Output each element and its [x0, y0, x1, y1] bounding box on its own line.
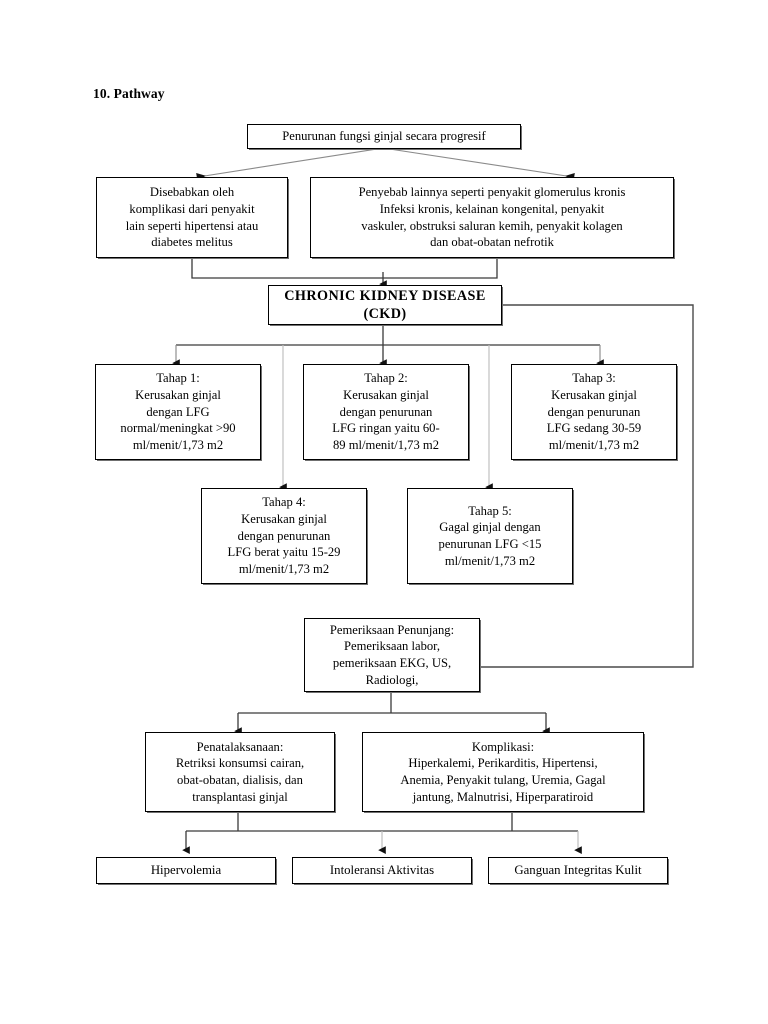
page-heading: 10. Pathway: [93, 86, 165, 101]
node-tahap-5[interactable]: Tahap 5: Gagal ginjal dengan penurunan L…: [407, 488, 573, 584]
node-tahap-3[interactable]: Tahap 3: Kerusakan ginjal dengan penurun…: [511, 364, 677, 460]
node-label: Tahap 5: Gagal ginjal dengan penurunan L…: [438, 503, 542, 568]
node-label: Penurunan fungsi ginjal secara progresif: [282, 129, 486, 144]
node-label: Intoleransi Aktivitas: [329, 862, 435, 877]
node-label: Komplikasi: Hiperkalemi, Perikarditis, H…: [400, 739, 606, 804]
node-label: Tahap 1: Kerusakan ginjal dengan LFG nor…: [120, 371, 236, 453]
node-penyebab-komplikasi[interactable]: Disebabkan oleh komplikasi dari penyakit…: [96, 177, 288, 258]
node-label: Disebabkan oleh komplikasi dari penyakit…: [125, 185, 259, 250]
node-komplikasi[interactable]: Komplikasi: Hiperkalemi, Perikarditis, H…: [362, 732, 644, 812]
node-label: Ganguan Integritas Kulit: [514, 862, 642, 877]
node-label: Pemeriksaan Penunjang: Pemeriksaan labor…: [329, 622, 455, 687]
node-chronic-kidney-disease[interactable]: CHRONIC KIDNEY DISEASE (CKD): [268, 285, 502, 325]
node-label: CHRONIC KIDNEY DISEASE (CKD): [284, 287, 486, 322]
node-label: Penatalaksanaan: Retriksi konsumsi caira…: [175, 739, 305, 804]
node-tahap-2[interactable]: Tahap 2: Kerusakan ginjal dengan penurun…: [303, 364, 469, 460]
node-tahap-4[interactable]: Tahap 4: Kerusakan ginjal dengan penurun…: [201, 488, 367, 584]
node-label: Penyebab lainnya seperti penyakit glomer…: [358, 185, 626, 250]
node-label: Hipervolemia: [150, 862, 222, 877]
edge-n1-n2: [196, 147, 384, 182]
node-hipervolemia[interactable]: Hipervolemia: [96, 857, 276, 884]
edge-n2-n4: [191, 258, 383, 279]
node-intoleransi-aktivitas[interactable]: Intoleransi Aktivitas: [292, 857, 472, 884]
edge-pemeriksaan-distribution: [238, 692, 546, 714]
edge-n3-n4: [379, 258, 498, 289]
edge-ckd-pemeriksaan: [480, 304, 694, 668]
node-penyebab-lainnya[interactable]: Penyebab lainnya seperti penyakit glomer…: [310, 177, 674, 258]
edge-ckd-distribution: [176, 324, 600, 346]
node-ganguan-integritas-kulit[interactable]: Ganguan Integritas Kulit: [488, 857, 668, 884]
node-label: Tahap 4: Kerusakan ginjal dengan penurun…: [227, 495, 341, 577]
node-label: Tahap 2: Kerusakan ginjal dengan penurun…: [332, 371, 440, 453]
edge-n1-n3: [382, 147, 575, 182]
node-penatalaksanaan[interactable]: Penatalaksanaan: Retriksi konsumsi caira…: [145, 732, 335, 812]
node-pemeriksaan-penunjang[interactable]: Pemeriksaan Penunjang: Pemeriksaan labor…: [304, 618, 480, 692]
edge-bottom-distribution: [186, 812, 578, 832]
node-tahap-1[interactable]: Tahap 1: Kerusakan ginjal dengan LFG nor…: [95, 364, 261, 460]
node-penurunan-fungsi-ginjal[interactable]: Penurunan fungsi ginjal secara progresif: [247, 124, 521, 149]
node-label: Tahap 3: Kerusakan ginjal dengan penurun…: [546, 371, 642, 453]
